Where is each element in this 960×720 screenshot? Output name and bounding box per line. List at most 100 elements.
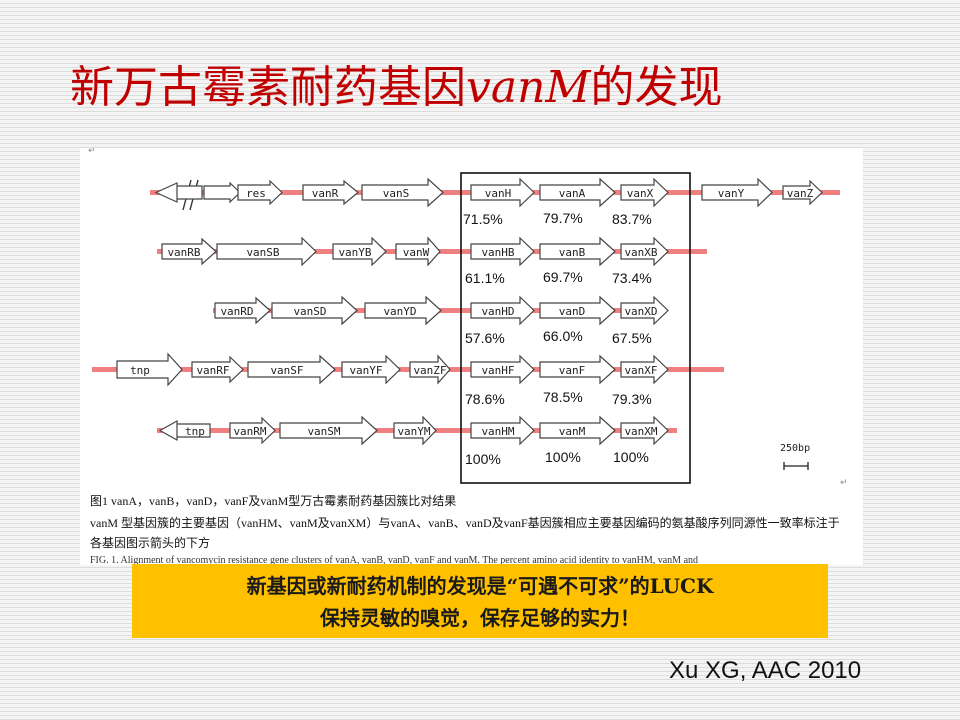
identity-value: 100%: [545, 449, 581, 465]
identity-value: 61.1%: [465, 270, 505, 286]
banner-line-2: 保持灵敏的嗅觉，保存足够的实力！: [320, 606, 640, 630]
scale-bar-label: 250bp: [780, 443, 810, 454]
identity-value: 79.7%: [543, 210, 583, 226]
scale-bar: [783, 462, 809, 470]
gene-arrow-vanRM: [229, 416, 276, 445]
gene-arrow-tnp: [203, 181, 241, 204]
figure-caption-english: FIG. 1. Alignment of vancomycin resistan…: [90, 555, 699, 565]
gene-label: tnp: [185, 425, 205, 438]
gene-label: vanRF: [196, 364, 229, 377]
gene-arrow-res: [237, 179, 283, 206]
alignment-box: [460, 172, 691, 484]
gene-arrow-vanA: [539, 177, 616, 208]
gene-label: vanR: [312, 187, 339, 200]
gene-cluster-diagram: tnp res vanR vanS vanH vanA vanX vanY va…: [92, 172, 840, 484]
gene-arrow-vanYF: [341, 354, 401, 385]
banner-line-1: 新基因或新耐药机制的发现是“可遇不可求”的LUCK: [246, 574, 714, 598]
gene-label: vanHM: [481, 425, 514, 438]
gene-label: vanYM: [397, 425, 430, 438]
gene-label: res: [246, 187, 266, 200]
gene-arrow-vanD: [539, 295, 616, 326]
identity-value: 78.6%: [465, 391, 505, 407]
gene-cluster-figure: ↵ tnp res vanR vanS vanH vanA vanX v: [80, 148, 863, 565]
slide-title: 新万古霉素耐药基因vanM的发现: [70, 58, 930, 118]
gene-arrow-vanSB: [216, 236, 317, 267]
gene-arrow-vanH: [470, 177, 535, 208]
identity-value: 100%: [465, 451, 501, 467]
gene-label: vanXM: [624, 425, 657, 438]
gene-arrow-vanXF: [620, 354, 669, 385]
gene-arrow-vanHM: [470, 415, 535, 446]
gene-arrow-tnp-row4: [116, 352, 183, 387]
gene-arrow-vanRD: [214, 296, 271, 325]
gene-arrow-vanY: [701, 177, 773, 208]
gene-label: vanSB: [246, 246, 279, 259]
gene-label: vanYF: [349, 364, 382, 377]
gene-label: vanY: [718, 187, 745, 200]
gene-arrow-vanZF: [409, 354, 451, 385]
gene-label: vanYB: [338, 246, 371, 259]
gene-arrow-vanW: [395, 236, 441, 267]
identity-value: 100%: [613, 449, 649, 465]
gene-arrow-vanHD: [470, 295, 535, 326]
title-prefix: 新万古霉素耐药基因: [70, 62, 466, 113]
dna-line-row-4: [92, 367, 724, 372]
gene-arrow-vanXB: [620, 236, 669, 267]
gene-label: vanRB: [167, 246, 200, 259]
figure-caption-title: 图1 vanA，vanB，vanD，vanF及vanM型万古霉素耐药基因簇比对结…: [90, 494, 457, 508]
gene-label: vanB: [559, 246, 586, 259]
gene-arrow-vanSF: [247, 354, 336, 385]
identity-value: 78.5%: [543, 389, 583, 405]
gene-arrow-vanHF: [470, 354, 535, 385]
gene-label: vanHF: [481, 364, 514, 377]
title-gene: vanM: [466, 62, 591, 113]
gene-arrow-vanS: [361, 177, 444, 208]
gene-arrow-tnp-row5: [158, 419, 211, 442]
gene-label: vanSD: [293, 305, 326, 318]
identity-value: 83.7%: [612, 211, 652, 227]
gene-arrow-vanXM: [620, 415, 669, 446]
gene-label: vanSM: [307, 425, 340, 438]
highlight-banner: 新基因或新耐药机制的发现是“可遇不可求”的LUCK 保持灵敏的嗅觉，保存足够的实…: [132, 564, 828, 638]
title-suffix: 的发现: [590, 62, 723, 113]
identity-value: 71.5%: [463, 211, 503, 227]
gene-label: vanZF: [413, 364, 446, 377]
figure-caption-body: vanM 型基因簇的主要基因（vanHM、vanM及vanXM）与vanA、va…: [90, 516, 840, 530]
gene-arrow-vanM: [539, 415, 616, 446]
gene-label: vanYD: [383, 305, 416, 318]
gene-arrow-vanRF: [191, 355, 244, 384]
gene-arrow-vanX: [620, 177, 669, 208]
gene-arrow-vanF: [539, 354, 616, 385]
figure-caption-body-cont: 各基因图示箭头的下方: [90, 536, 211, 550]
gene-label: vanXB: [624, 246, 657, 259]
gene-label: vanXF: [624, 364, 657, 377]
gene-label: vanF: [559, 364, 586, 377]
citation: Xu XG, AAC 2010: [669, 657, 862, 684]
gene-label: vanM: [559, 425, 586, 438]
gene-label: vanX: [627, 187, 654, 200]
identity-value: 57.6%: [465, 330, 505, 346]
gene-arrow-vanHB: [470, 236, 535, 267]
gene-arrow-vanRB: [161, 237, 217, 266]
identity-value: 69.7%: [543, 269, 583, 285]
identity-value: 73.4%: [612, 270, 652, 286]
gene-label: vanRD: [220, 305, 253, 318]
gene-arrow-vanSD: [271, 295, 358, 326]
identity-value: 66.0%: [543, 328, 583, 344]
gene-arrow-vanR: [302, 179, 359, 206]
gene-label: vanHB: [481, 246, 514, 259]
gene-label: vanW: [403, 246, 430, 259]
gene-arrow-vanSM: [279, 415, 378, 446]
gene-label: vanXD: [624, 305, 657, 318]
gene-label: vanA: [559, 187, 586, 200]
identity-value: 67.5%: [612, 330, 652, 346]
paragraph-mark: ↵: [840, 478, 848, 488]
gene-label: vanRM: [233, 425, 266, 438]
gene-arrow-vanXD: [620, 295, 669, 326]
gene-label: vanS: [383, 187, 410, 200]
gene-label: vanH: [485, 187, 512, 200]
identity-value: 79.3%: [612, 391, 652, 407]
gene-label: vanD: [559, 305, 586, 318]
gene-arrow-vanYM: [393, 415, 437, 446]
gene-arrow-vanB: [539, 236, 616, 267]
